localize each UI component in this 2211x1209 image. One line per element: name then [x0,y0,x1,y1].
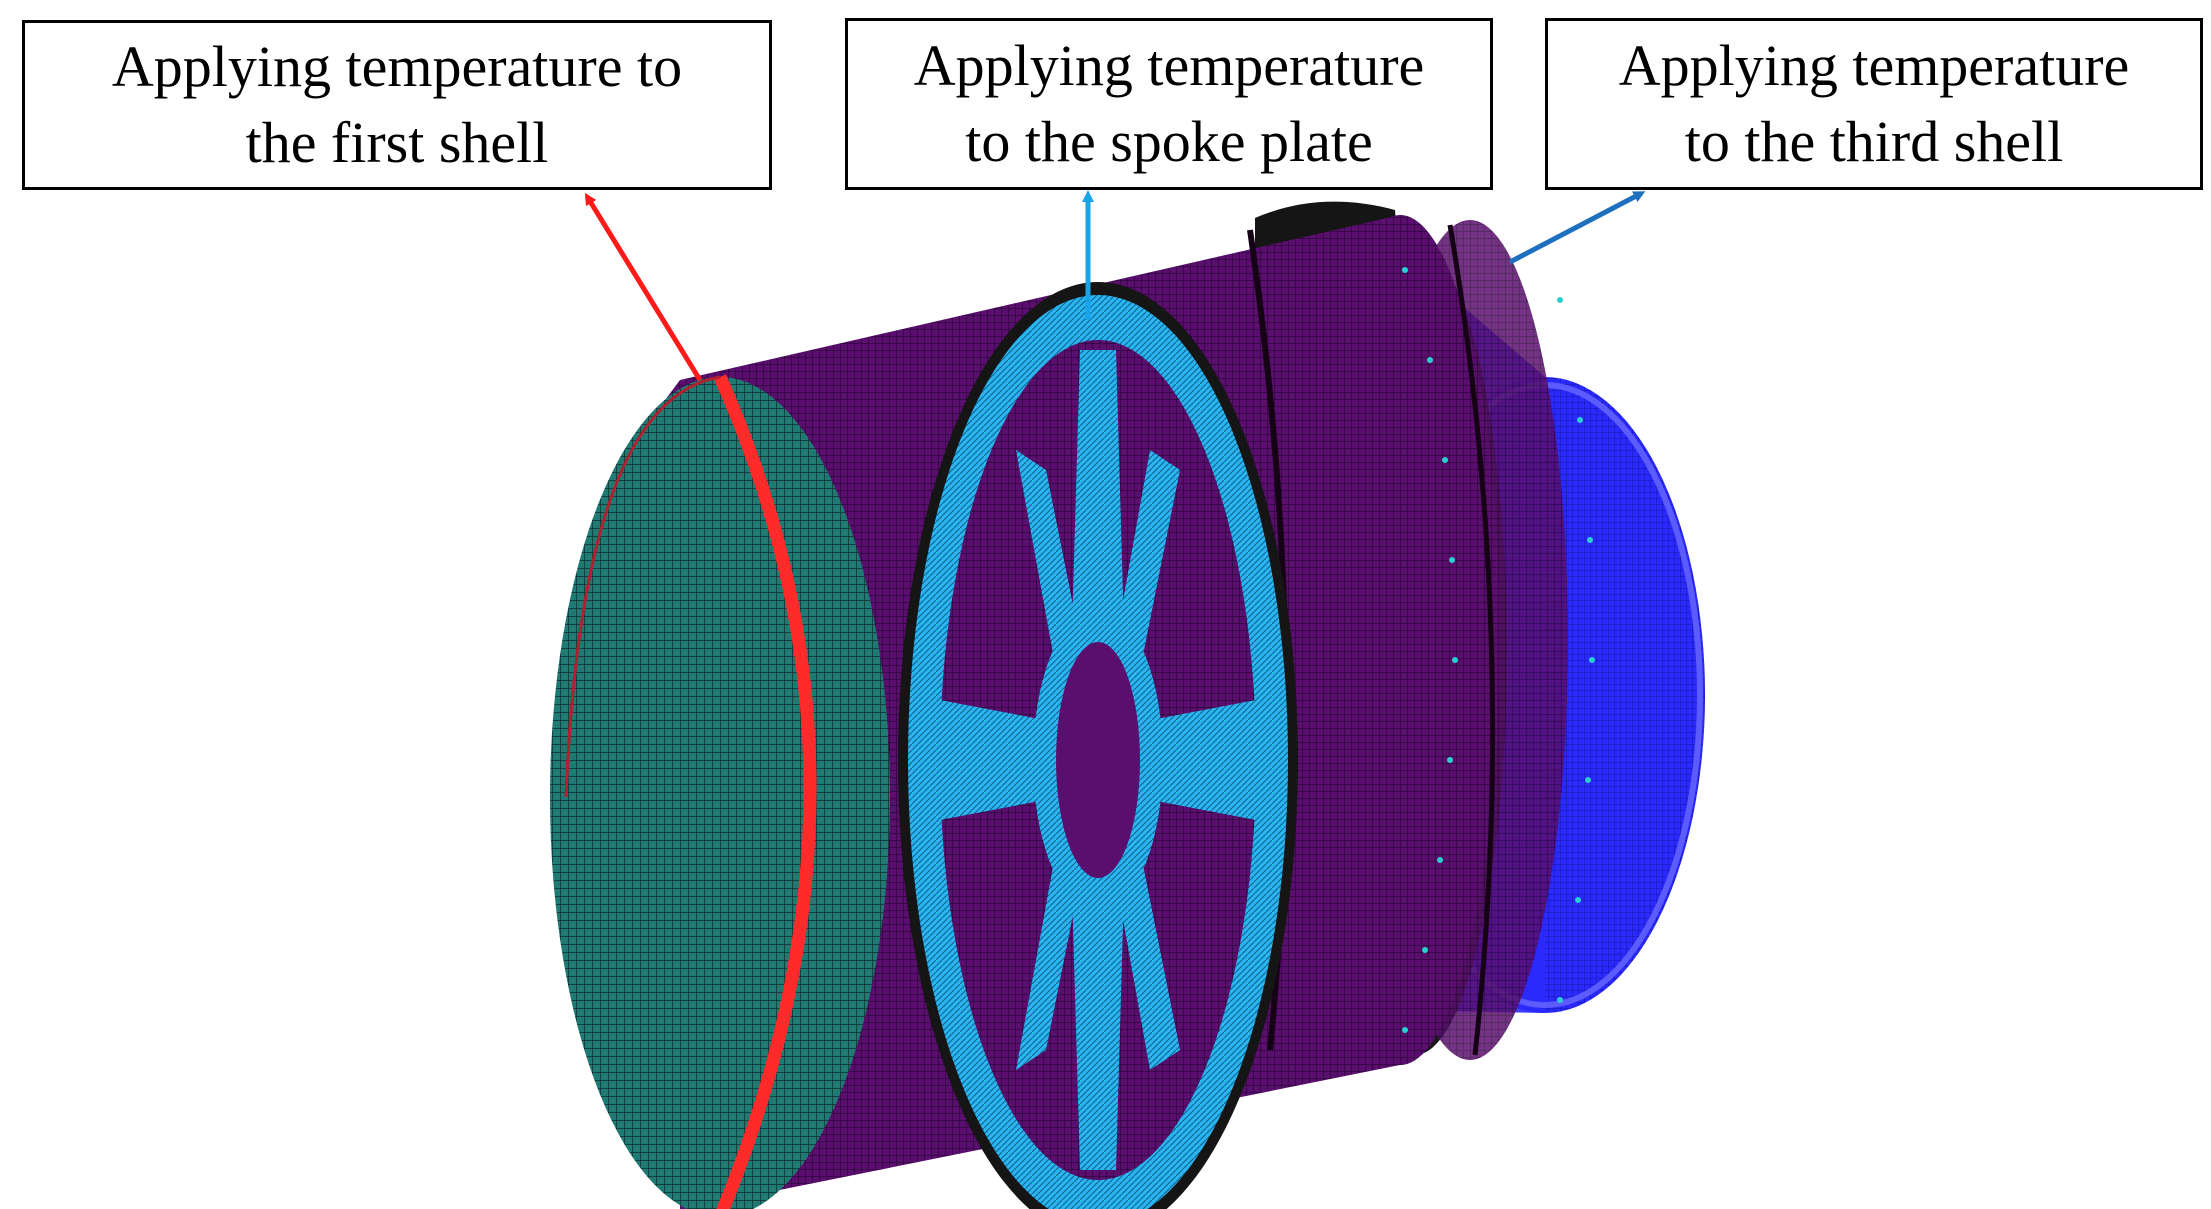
label-spoke-plate-line1: Applying temperature [913,33,1425,98]
label-spoke-plate-line2: to the spoke plate [965,109,1373,174]
label-spoke-plate: Applying temperature to the spoke plate [845,18,1493,190]
label-third-shell-line1: Applying temperature [1618,33,2130,98]
label-first-shell-line1: Applying temperature to [111,34,683,99]
label-third-shell-line2: to the third shell [1684,109,2064,174]
first-shell [550,374,890,1209]
spoke-plate [908,295,1288,1209]
label-first-shell: Applying temperature to the first shell [22,20,772,190]
label-first-shell-line2: the first shell [245,110,549,175]
arrows [584,190,1646,382]
arrow-first-shell [584,192,703,382]
label-third-shell: Applying temperature to the third shell [1545,18,2203,190]
bolt-marks [1402,267,1595,1033]
arrow-third-shell [1508,191,1646,265]
